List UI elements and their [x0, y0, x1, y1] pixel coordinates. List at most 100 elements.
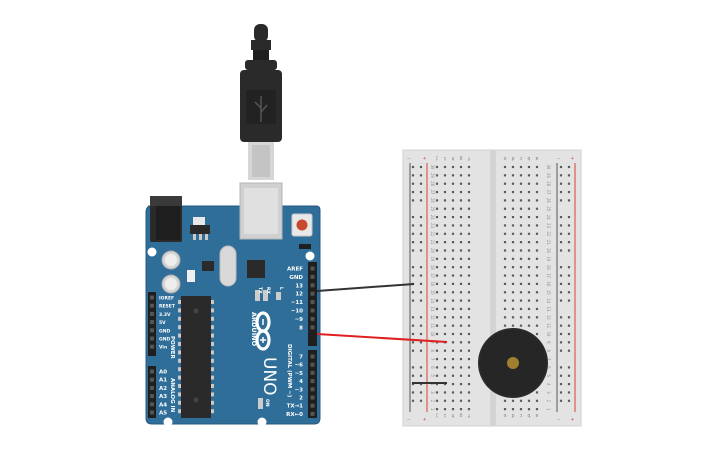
- signal-wire[interactable]: [316, 333, 448, 343]
- rail-plus-label: +: [571, 156, 574, 162]
- row-number: 18: [546, 265, 551, 270]
- piezo-buzzer[interactable]: [478, 328, 548, 398]
- header-pin-hole[interactable]: [150, 320, 154, 325]
- row-number: 17: [546, 273, 551, 278]
- header-pin-hole[interactable]: [150, 344, 154, 349]
- mounting-hole: [163, 417, 173, 427]
- led-label-l: L: [278, 287, 284, 290]
- row-number: 6: [430, 366, 435, 369]
- arduino-uno-board[interactable]: TX RX L ON ARDUINO UNO: [145, 182, 321, 427]
- column-letter: g: [459, 155, 462, 161]
- header-pin-hole[interactable]: [150, 385, 154, 390]
- rail-plus-label: +: [423, 156, 426, 162]
- row-number: 29: [430, 173, 435, 178]
- header-pin-hole[interactable]: [310, 274, 315, 279]
- header-pin-hole[interactable]: [310, 316, 315, 321]
- row-number: 12: [430, 315, 435, 320]
- voltage-regulator: [190, 217, 210, 240]
- row-number: 22: [546, 231, 551, 236]
- row-number: 16: [430, 281, 435, 286]
- rail-plus-label: +: [423, 417, 426, 423]
- header-pin-hole[interactable]: [310, 354, 315, 359]
- row-number: 12: [546, 315, 551, 320]
- mounting-hole: [257, 417, 267, 427]
- header-pin-hole[interactable]: [310, 403, 315, 408]
- header-pin-hole[interactable]: [310, 395, 315, 400]
- row-number: 27: [546, 190, 551, 195]
- led-label-rx: RX: [265, 287, 271, 294]
- row-number: 21: [546, 240, 551, 245]
- arduino-logo-icon: [255, 311, 271, 351]
- column-letter: j: [435, 412, 438, 418]
- crystal-oscillator: [219, 245, 237, 287]
- row-number: 1: [430, 408, 435, 411]
- header-pin-hole[interactable]: [310, 370, 315, 375]
- header-pin-hole[interactable]: [310, 266, 315, 271]
- header-pin-hole[interactable]: [310, 291, 315, 296]
- row-number: 11: [430, 323, 435, 328]
- row-number: 15: [430, 290, 435, 295]
- header-pin-hole[interactable]: [310, 283, 315, 288]
- digital-pin-label: 8: [299, 325, 303, 331]
- header-pin-hole[interactable]: [150, 369, 154, 374]
- digital-pin-label: 13: [295, 283, 303, 289]
- column-letter: j: [435, 155, 438, 161]
- header-pin-hole[interactable]: [150, 303, 154, 308]
- small-chip: [202, 261, 214, 271]
- digital-pin-label: GND: [289, 275, 303, 281]
- header-pin-hole[interactable]: [310, 362, 315, 367]
- row-number: 24: [430, 215, 435, 220]
- row-number: 10: [546, 332, 551, 337]
- rail-minus-label: −: [407, 417, 410, 423]
- row-number: 24: [546, 215, 551, 220]
- header-pin-hole[interactable]: [310, 300, 315, 305]
- reset-button[interactable]: [291, 213, 313, 237]
- row-number: 4: [430, 383, 435, 386]
- row-number: 17: [430, 273, 435, 278]
- power-pin-label: 3.3V: [159, 312, 171, 318]
- row-number: 26: [546, 198, 551, 203]
- power-pin-label: 5V: [159, 320, 166, 326]
- row-number: 30: [546, 165, 551, 170]
- analog-pin-label: A4: [159, 402, 167, 408]
- row-number: 9: [546, 341, 551, 344]
- header-pin-hole[interactable]: [150, 336, 154, 341]
- usb-chip: [247, 260, 265, 278]
- header-pin-hole[interactable]: [150, 394, 154, 399]
- header-pin-hole[interactable]: [310, 411, 315, 416]
- digital-pin-label: 2: [299, 396, 303, 402]
- header-pin-hole[interactable]: [150, 311, 154, 316]
- column-letter: b: [527, 412, 530, 418]
- power-led: [258, 398, 263, 409]
- header-pin-hole[interactable]: [310, 308, 315, 313]
- header-pin-hole[interactable]: [150, 295, 154, 300]
- row-number: 20: [430, 248, 435, 253]
- row-number: 2: [430, 400, 435, 403]
- row-number: 21: [430, 240, 435, 245]
- analog-pin-label: A2: [159, 386, 167, 392]
- header-pin-hole[interactable]: [310, 387, 315, 392]
- row-number: 5: [546, 375, 551, 378]
- header-pin-hole[interactable]: [310, 325, 315, 330]
- row-number: 3: [546, 391, 551, 394]
- usb-cable[interactable]: [240, 24, 282, 180]
- header-pin-hole[interactable]: [310, 379, 315, 384]
- row-number: 25: [430, 206, 435, 211]
- header-pin-hole[interactable]: [150, 377, 154, 382]
- analog-pin-label: A3: [159, 394, 167, 400]
- led-label-tx: TX: [257, 287, 263, 294]
- header-pin-hole[interactable]: [150, 410, 154, 415]
- header-pin-hole[interactable]: [150, 328, 154, 333]
- header-pin-hole[interactable]: [150, 402, 154, 407]
- column-letter: a: [535, 155, 538, 161]
- analog-header: [148, 366, 156, 418]
- column-letter: f: [467, 412, 470, 418]
- column-letter: e: [503, 412, 506, 418]
- row-number: 23: [546, 223, 551, 228]
- gnd-wire[interactable]: [316, 283, 415, 292]
- brand-label: ARDUINO: [250, 312, 258, 347]
- status-leds: TX RX L: [255, 287, 284, 301]
- power-pin-label: IOREF: [159, 296, 174, 302]
- row-number: 14: [430, 298, 435, 303]
